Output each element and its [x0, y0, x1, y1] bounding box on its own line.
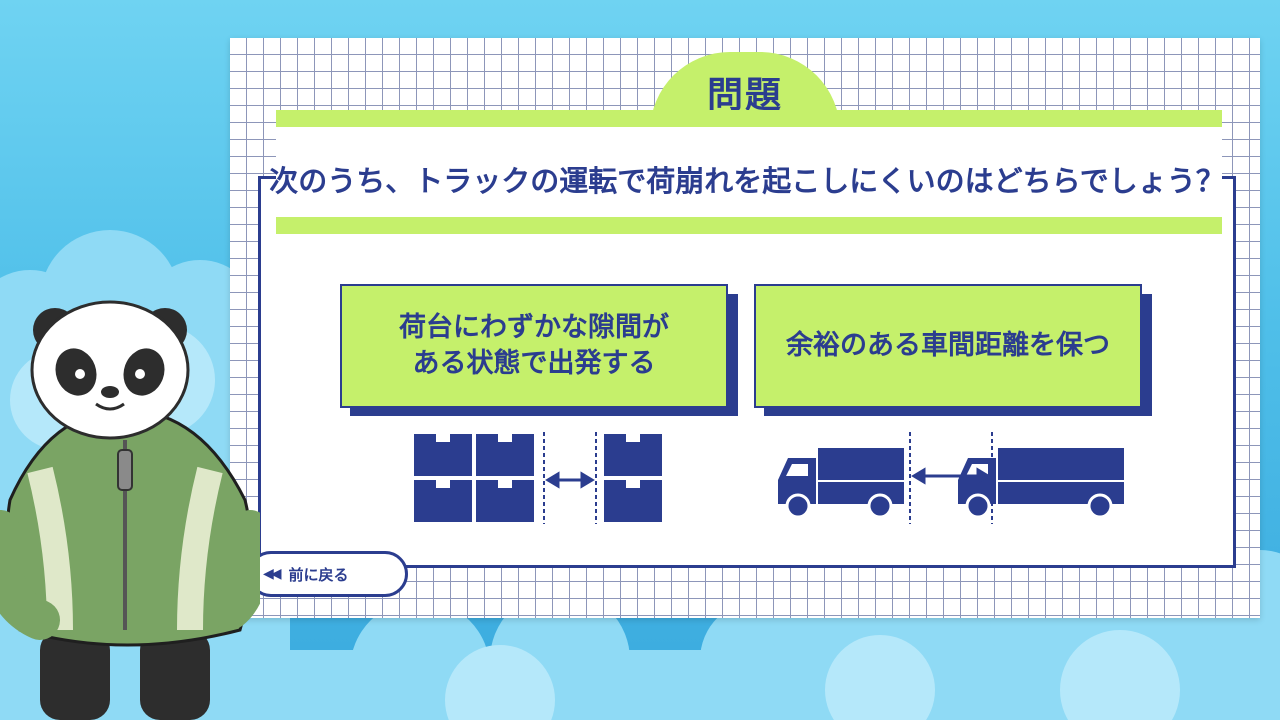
- choice-b-button[interactable]: 余裕のある車間距離を保つ: [754, 284, 1142, 408]
- question-band: [276, 127, 1222, 217]
- trucks-distance-icon: [778, 432, 1124, 524]
- panda-mascot: [0, 300, 260, 720]
- question-text: 次のうち、トラックの運転で荷崩れを起こしにくいのはどちらでしょう？: [269, 164, 1225, 198]
- choice-a-button[interactable]: 荷台にわずかな隙間が ある状態で出発する: [340, 284, 728, 408]
- back-button-label: 前に戻る: [288, 565, 349, 584]
- choice-b-line1: 余裕のある車間距離を保つ: [786, 329, 1110, 361]
- question-stripe-bottom: [276, 217, 1222, 234]
- boxes-gap-icon: [414, 432, 662, 524]
- choice-a-line2: ある状態で出発する: [412, 348, 656, 379]
- quiz-title: 問題: [706, 75, 783, 116]
- choice-a-line1: 荷台にわずかな隙間が: [399, 311, 669, 343]
- back-button[interactable]: ◀◀ 前に戻る: [248, 551, 408, 597]
- double-left-arrow-icon: ◀◀: [263, 566, 281, 582]
- question-stripe-top: [276, 110, 1222, 127]
